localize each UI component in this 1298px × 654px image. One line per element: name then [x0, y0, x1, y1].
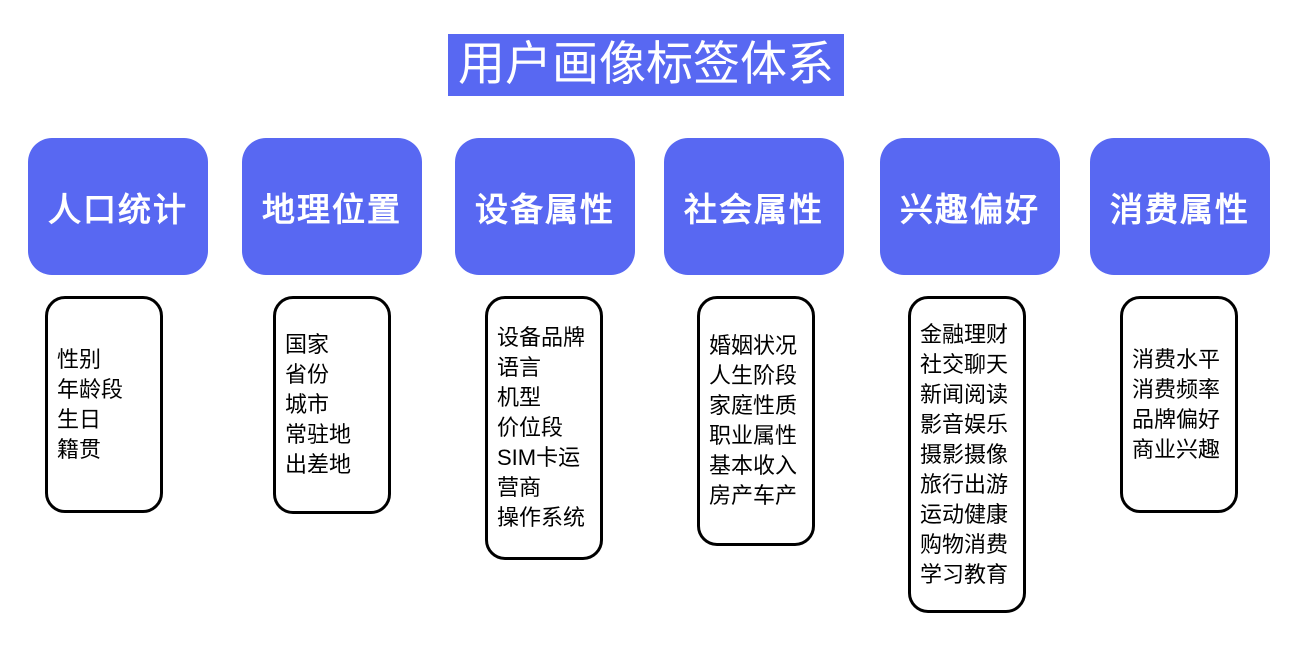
tag-item: 营商 — [497, 475, 542, 500]
tag-item: SIM卡运 — [497, 445, 581, 470]
tag-item: 机型 — [497, 385, 542, 410]
tag-item: 运动健康 — [920, 501, 1009, 527]
tag-item: 金融理财 — [920, 321, 1009, 347]
tag-item: 性别 — [57, 346, 102, 372]
tag-item: 商业兴趣 — [1132, 436, 1221, 462]
tag-item: 社交聊天 — [920, 351, 1009, 377]
tag-item: 购物消费 — [920, 531, 1009, 557]
tag-item: 城市 — [285, 392, 330, 417]
category-box-interests: 兴趣偏好 — [880, 138, 1060, 275]
title-banner: 用户画像标签体系 — [448, 34, 844, 96]
tag-list-box-consumption: 消费水平消费频率品牌偏好商业兴趣 — [1120, 296, 1238, 513]
tag-item: 生日 — [57, 406, 102, 432]
tag-item: 常驻地 — [285, 422, 352, 447]
category-box-social: 社会属性 — [664, 138, 844, 275]
category-label: 人口统计 — [48, 190, 188, 228]
tag-item: 新闻阅读 — [920, 381, 1009, 407]
category-label: 地理位置 — [262, 190, 402, 228]
tag-item: 职业属性 — [709, 423, 798, 448]
tag-item: 年龄段 — [57, 376, 124, 402]
tag-item: 价位段 — [497, 415, 564, 440]
diagram-title: 用户画像标签体系 — [458, 39, 834, 91]
tag-list-box-social: 婚姻状况人生阶段家庭性质职业属性基本收入房产车产 — [697, 296, 815, 546]
category-box-geography: 地理位置 — [242, 138, 422, 275]
tag-item: 国家 — [285, 332, 330, 357]
tag-item: 语言 — [497, 355, 542, 380]
tag-list-box-demographics: 性别年龄段生日籍贯 — [45, 296, 163, 513]
category-label: 消费属性 — [1110, 190, 1250, 228]
tag-item: 家庭性质 — [709, 393, 798, 418]
tag-list-box-device: 设备品牌语言机型价位段 SIM卡运营商操作系统 — [485, 296, 603, 560]
category-label: 兴趣偏好 — [900, 190, 1040, 228]
tag-item: 旅行出游 — [920, 471, 1009, 497]
tag-item: 人生阶段 — [709, 363, 798, 388]
tag-item: 消费频率 — [1132, 376, 1221, 402]
tag-item: 消费水平 — [1132, 346, 1221, 372]
tag-item: 籍贯 — [57, 436, 102, 462]
tag-list-box-interests: 金融理财社交聊天新闻阅读影音娱乐摄影摄像旅行出游运动健康购物消费学习教育 — [908, 296, 1026, 613]
tag-item: 房产车产 — [709, 483, 798, 508]
tag-item: 摄影摄像 — [920, 441, 1009, 467]
tag-item: 影音娱乐 — [920, 411, 1009, 437]
tag-item: 品牌偏好 — [1132, 406, 1221, 432]
tag-list-box-geography: 国家省份城市常驻地出差地 — [273, 296, 391, 514]
category-label: 社会属性 — [684, 190, 824, 228]
category-label: 设备属性 — [475, 190, 615, 228]
tag-item: 操作系统 — [497, 505, 586, 530]
tag-item: 出差地 — [285, 452, 352, 477]
tag-item: 设备品牌 — [497, 325, 586, 350]
category-box-demographics: 人口统计 — [28, 138, 208, 275]
tag-item: 婚姻状况 — [709, 333, 798, 358]
tag-item: 基本收入 — [709, 453, 798, 478]
tag-item: 学习教育 — [920, 561, 1009, 587]
category-box-device: 设备属性 — [455, 138, 635, 275]
category-box-consumption: 消费属性 — [1090, 138, 1270, 275]
tag-item: 省份 — [285, 362, 330, 387]
